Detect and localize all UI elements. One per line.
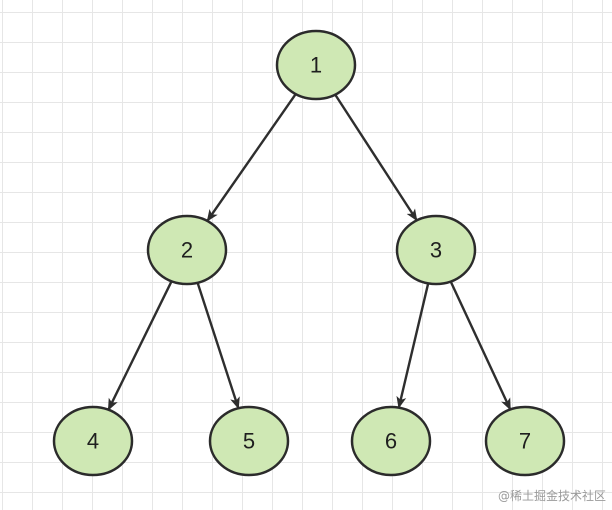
node-label: 2 (181, 238, 193, 263)
node-shape (350, 405, 432, 477)
tree-node-3: 3 (395, 214, 477, 286)
tree-node-2: 2 (146, 214, 228, 286)
edge-n3-n6 (396, 283, 430, 409)
node-shape (484, 405, 566, 477)
edge-n1-n2 (206, 93, 297, 222)
edge-n2-n4 (107, 280, 173, 411)
node-label: 4 (87, 429, 99, 454)
node-shape (275, 29, 357, 101)
node-shape (395, 214, 477, 286)
node-label: 5 (243, 429, 255, 454)
tree-node-4: 4 (52, 405, 134, 477)
node-shape (208, 405, 290, 477)
node-shape (52, 405, 134, 477)
node-label: 7 (519, 429, 531, 454)
tree-node-7: 7 (484, 405, 566, 477)
edges-layer (107, 93, 512, 411)
node-label: 6 (385, 429, 397, 454)
node-label: 3 (430, 238, 442, 263)
tree-node-5: 5 (208, 405, 290, 477)
edge-n3-n7 (449, 280, 512, 411)
nodes-layer: 1 2 3 4 5 6 7 (52, 29, 566, 477)
edge-n2-n5 (196, 282, 240, 410)
node-label: 1 (310, 53, 322, 78)
node-shape (146, 214, 228, 286)
watermark: @稀土掘金技术社区 (497, 489, 606, 503)
tree-node-6: 6 (350, 405, 432, 477)
edge-n1-n3 (334, 93, 418, 222)
tree-node-1: 1 (275, 29, 357, 101)
